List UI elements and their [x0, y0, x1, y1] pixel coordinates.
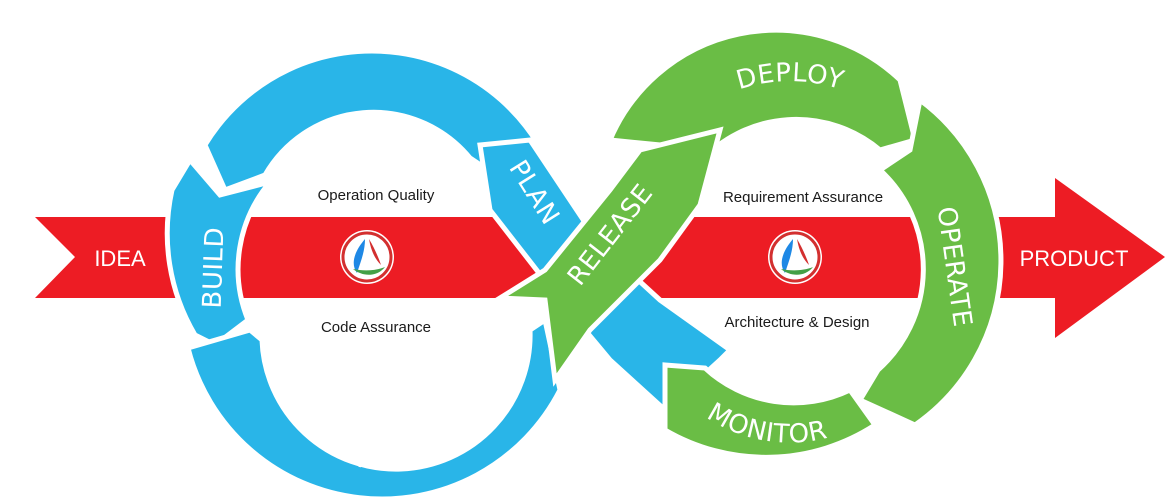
deploy-segment [606, 27, 919, 165]
stage-build-label: BUILD [198, 226, 231, 309]
operation-quality-text: Operation Quality [318, 187, 435, 204]
arrow-head [1000, 178, 1165, 338]
architecture-design-text: Architecture & Design [724, 314, 869, 331]
build-segment [164, 155, 277, 348]
code-assurance-text: Code Assurance [321, 319, 431, 336]
requirement-assurance-text: Requirement Assurance [723, 189, 883, 206]
company-logo-left [340, 230, 394, 284]
stage-test-label: TEST [350, 440, 420, 476]
release-segment [491, 126, 724, 387]
product-label: PRODUCT [1020, 246, 1129, 271]
monitor-segment [662, 362, 879, 460]
operate-segment [856, 95, 1004, 428]
company-logo-right [768, 230, 822, 284]
test-segment [184, 315, 563, 497]
right-loop [491, 27, 1004, 460]
idea-label: IDEA [94, 246, 146, 271]
stage-code-label: CODE [332, 0, 419, 27]
